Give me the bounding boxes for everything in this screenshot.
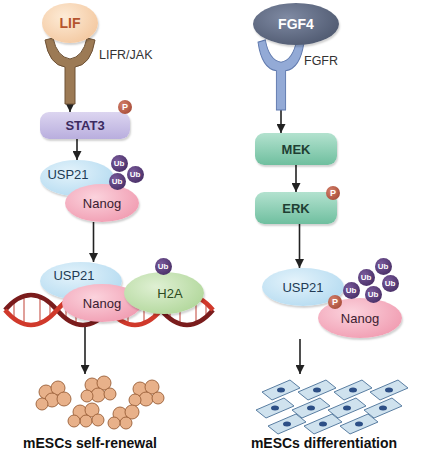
receptor-outline [45, 38, 95, 104]
receptor-label: LIFR/JAK [99, 48, 153, 62]
node-label: USP21 [47, 167, 88, 182]
ubiquitin-mark: Ub [358, 269, 375, 286]
ligand: FGF4 [253, 3, 339, 45]
ubiquitin-mark: Ub [365, 286, 382, 303]
receptor: LIFR/JAK [45, 38, 95, 104]
outcome-caption: mESCs self-renewal [2, 435, 178, 451]
ubiquitin-mark: Ub [155, 258, 172, 275]
stem-cell-colonies [36, 376, 164, 429]
node-label: Nanog [341, 311, 379, 326]
phosphate-mark: P [328, 295, 342, 309]
kinase-box: ERK [255, 192, 337, 224]
ubiquitin-mark: Ub [111, 155, 128, 172]
node-label: USP21 [282, 280, 323, 295]
differentiated-cells [256, 380, 408, 434]
receptor-shape [258, 40, 304, 110]
node-label: LIF [60, 15, 81, 31]
protein-ellipse: Nanog [65, 184, 139, 222]
colony [81, 376, 116, 402]
colony [129, 380, 164, 406]
connector-arrow [69, 104, 71, 112]
ubiquitin-mark: Ub [109, 173, 126, 190]
receptor-label: FGFR [304, 54, 338, 68]
node-label: MEK [282, 142, 311, 157]
node-label: FGF4 [278, 16, 314, 32]
connector-arrow [93, 222, 95, 262]
phosphate-mark: P [326, 186, 340, 200]
kinase-box: MEK [255, 133, 337, 165]
arrow-line [84, 327, 86, 374]
ubiquitin-mark: Ub [375, 258, 392, 275]
cell-nuclei [271, 388, 393, 427]
node-label: H2A [157, 286, 182, 301]
node-label: Nanog [83, 196, 121, 211]
connector-arrow [280, 110, 282, 133]
node-label: USP21 [53, 268, 94, 283]
histone-ellipse: H2A [124, 272, 204, 314]
ligand: LIF [42, 3, 98, 43]
protein-box: STAT3 [40, 112, 130, 139]
ubiquitin-mark: Ub [382, 275, 399, 292]
outcome-caption: mESCs differentiation [220, 435, 428, 451]
receptor-shape [45, 38, 95, 104]
cell-row [262, 380, 408, 400]
cell-row [268, 414, 378, 434]
colony [68, 403, 104, 427]
ubiquitin-mark: Ub [127, 166, 144, 183]
colony [108, 405, 139, 429]
connector-arrow [299, 224, 301, 268]
node-label: Nanog [83, 296, 121, 311]
connector-arrow [76, 139, 78, 160]
arrow-line [299, 339, 301, 374]
node-label: ERK [282, 201, 309, 216]
receptor-outline [258, 40, 304, 110]
node-label: STAT3 [65, 118, 104, 133]
ubiquitin-mark: Ub [343, 282, 360, 299]
receptor: FGFR [258, 40, 304, 110]
colony [36, 381, 71, 410]
connector-arrow [295, 165, 297, 192]
phosphate-mark: P [118, 100, 132, 114]
